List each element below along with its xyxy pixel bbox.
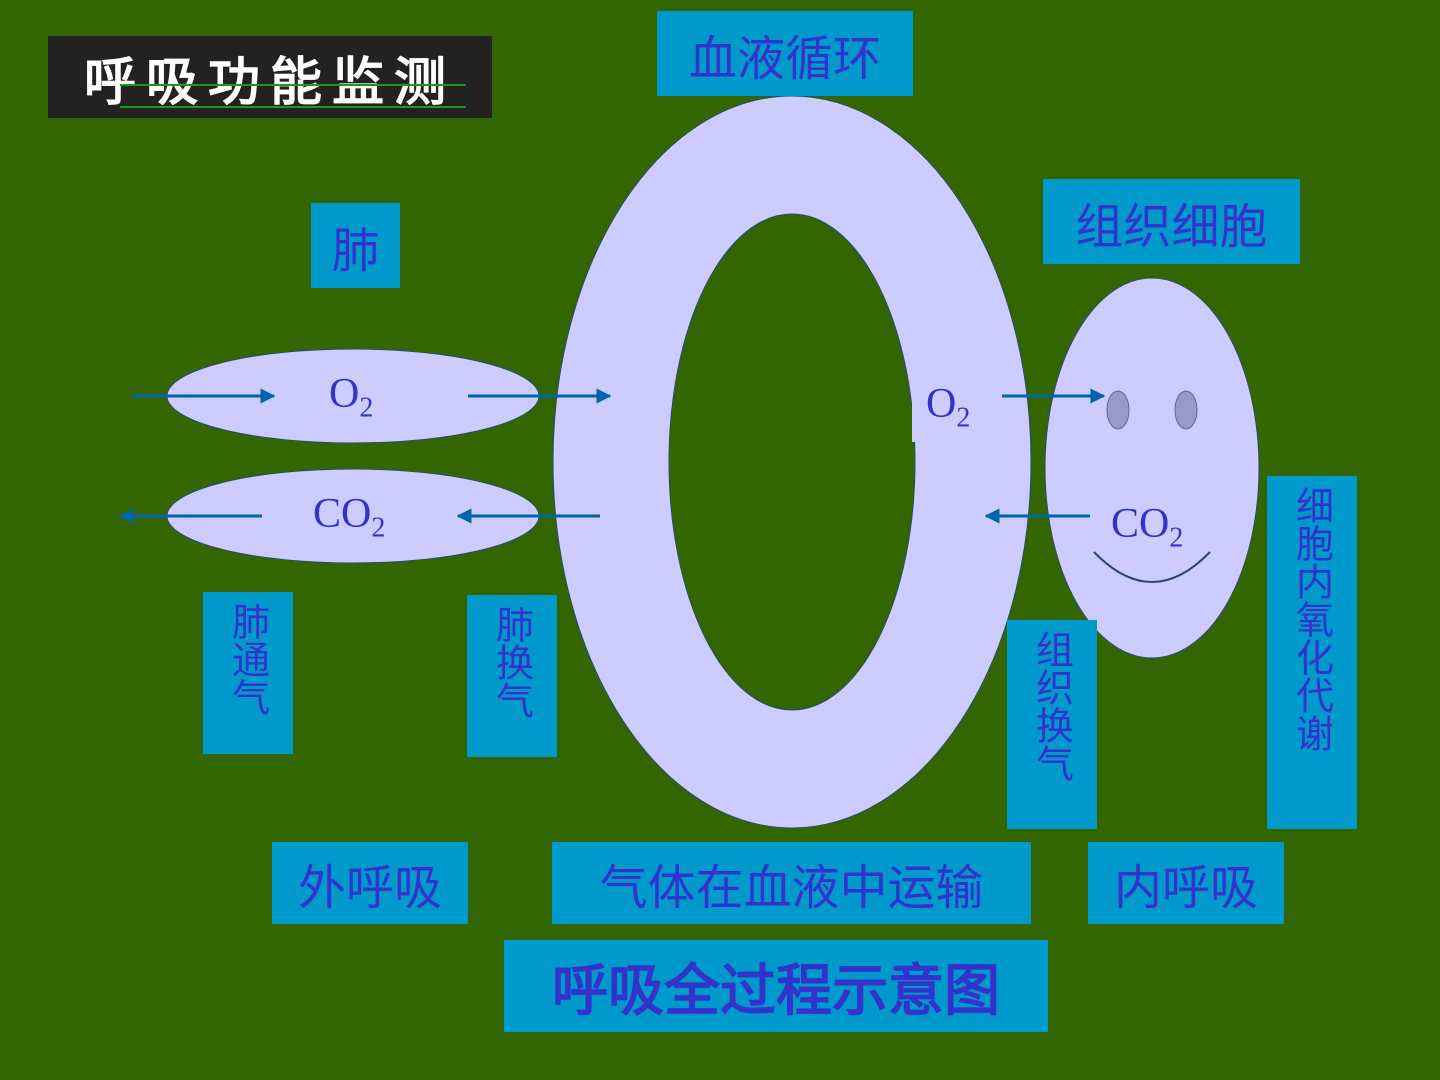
gas-o2-blood-base: O (926, 381, 957, 427)
gas-co2-cell: CO2 (1111, 500, 1183, 554)
cell-eye-right (1174, 390, 1198, 430)
blood-circulation-ring (552, 95, 1032, 829)
gas-o2-lung-sub: 2 (359, 392, 374, 424)
label-blood-circulation: 血液循环 (657, 11, 913, 96)
cell-smile (1093, 551, 1211, 583)
label-internal-respiration: 内呼吸 (1088, 842, 1284, 924)
gas-o2-blood: O2 (912, 380, 1002, 442)
cell-eye-left (1106, 390, 1130, 430)
gas-co2-cell-base: CO (1111, 501, 1170, 547)
label-tissue-exchange: 组织换气 (1007, 620, 1097, 829)
label-cell-oxidation: 细胞内氧化代谢 (1267, 476, 1357, 829)
label-lung-ventilation: 肺通气 (203, 592, 293, 754)
slide-title-text: 呼吸功能监测 (83, 52, 456, 113)
title-underline (120, 84, 466, 86)
tissue-cell-ellipse (1044, 277, 1260, 659)
gas-co2-cell-sub: 2 (1169, 522, 1184, 554)
gas-o2-lung: O2 (329, 370, 373, 424)
label-tissue-cells: 组织细胞 (1043, 179, 1300, 264)
slide-title: 呼吸功能监测 (48, 36, 492, 118)
label-lung-exchange: 肺换气 (467, 595, 557, 757)
label-external-respiration: 外呼吸 (272, 842, 468, 924)
gas-co2-lung: CO2 (313, 490, 385, 544)
gas-o2-lung-base: O (329, 371, 360, 417)
title-underline-bottom (120, 106, 466, 108)
gas-co2-lung-base: CO (313, 491, 372, 537)
diagram-caption: 呼吸全过程示意图 (504, 940, 1048, 1032)
gas-co2-lung-sub: 2 (371, 512, 386, 544)
label-lung: 肺 (311, 203, 400, 288)
label-gas-transport: 气体在血液中运输 (552, 842, 1031, 924)
gas-o2-blood-sub: 2 (956, 402, 971, 434)
